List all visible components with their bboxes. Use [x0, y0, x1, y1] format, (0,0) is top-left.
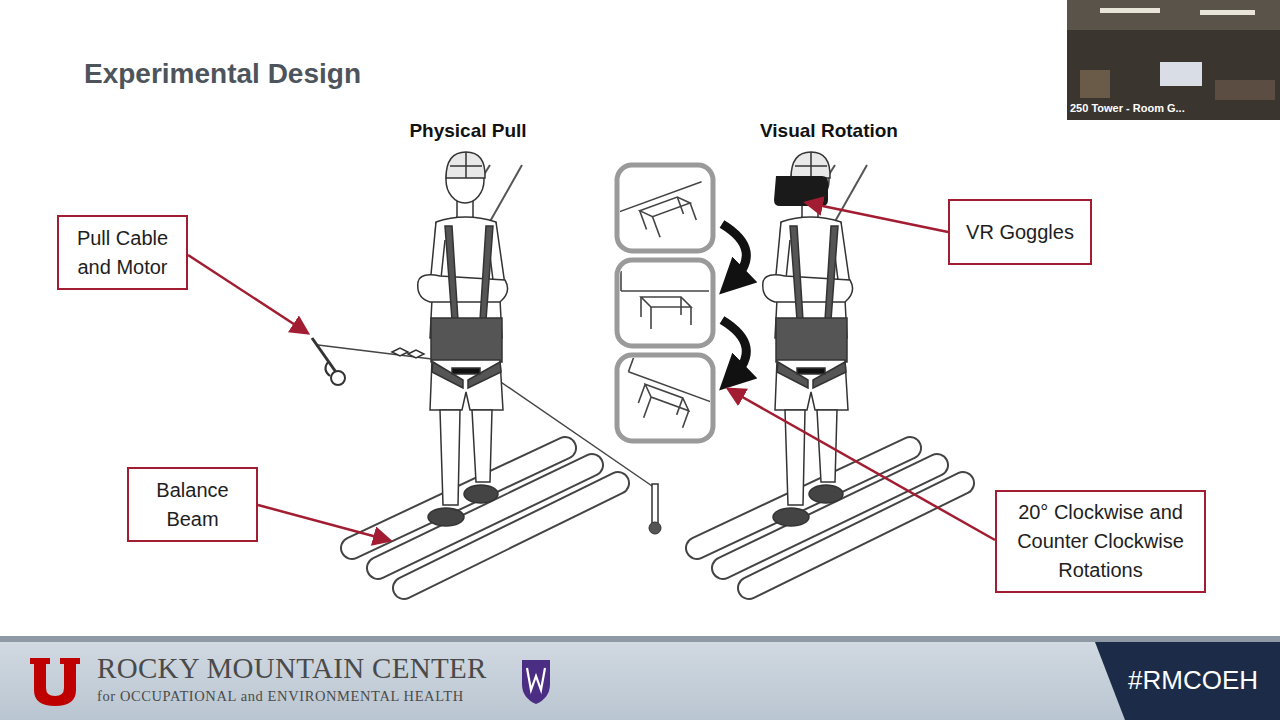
- org-subtitle: for OCCUPATIONAL and ENVIRONMENTAL HEALT…: [97, 688, 464, 705]
- callout-box: Pull Cable and Motor: [57, 215, 188, 290]
- panel-heading: Physical Pull: [368, 120, 568, 142]
- hashtag: #RMCOEH: [1128, 665, 1258, 696]
- callout-box: Balance Beam: [127, 467, 258, 542]
- callout-text: VR Goggles: [966, 218, 1074, 247]
- callout-box: 20° Clockwise and Counter Clockwise Rota…: [995, 490, 1206, 593]
- org-name: ROCKY MOUNTAIN CENTER: [97, 652, 487, 685]
- callout-box: VR Goggles: [948, 199, 1092, 265]
- callout-text: 20° Clockwise and Counter Clockwise Rota…: [1009, 498, 1192, 585]
- callout-text: Pull Cable and Motor: [71, 224, 174, 282]
- callout-text: Balance Beam: [141, 476, 244, 534]
- webcam-caption: 250 Tower - Room G...: [1070, 102, 1185, 114]
- panel-heading: Visual Rotation: [729, 120, 929, 142]
- slide-title: Experimental Design: [84, 58, 361, 90]
